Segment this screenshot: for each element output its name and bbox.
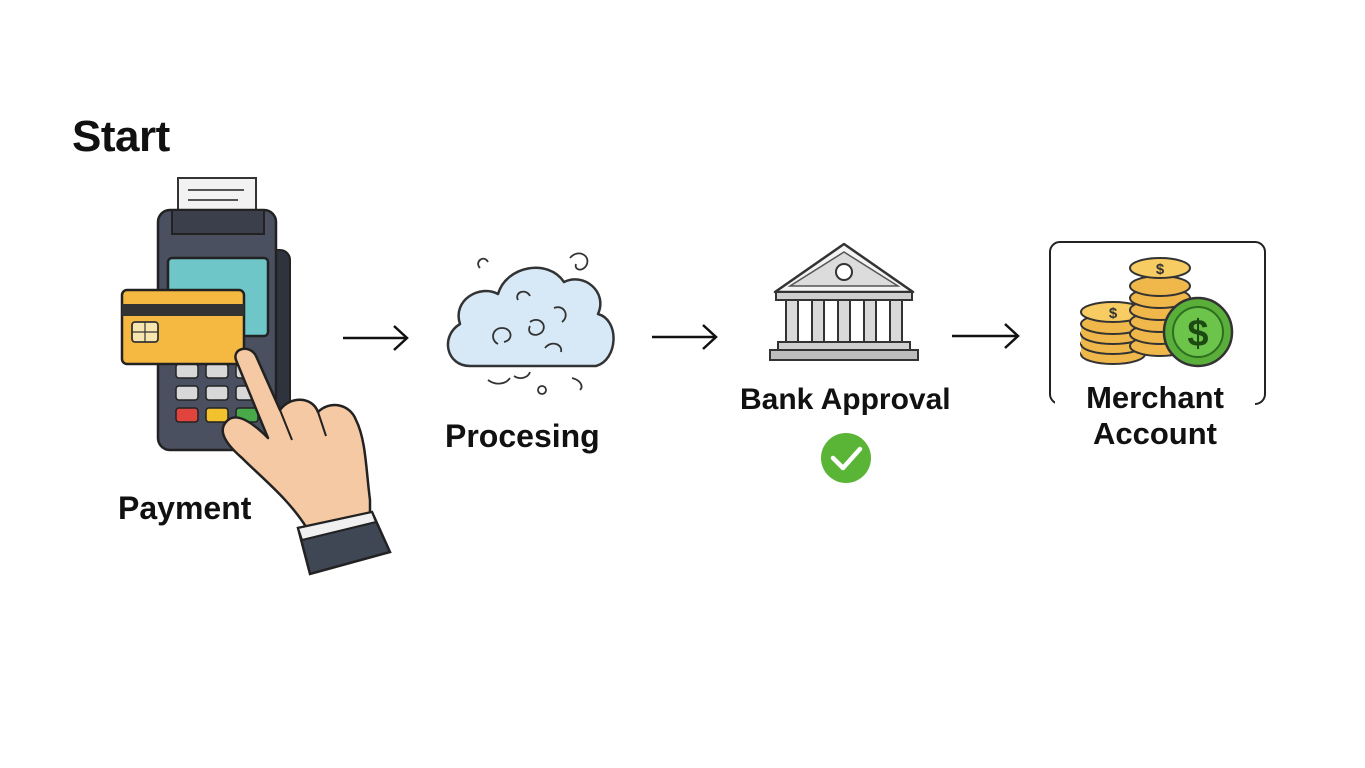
bank-icon — [769, 242, 919, 361]
arrow-1 — [343, 325, 409, 351]
check-circle-icon — [821, 433, 871, 483]
svg-text:$: $ — [1109, 305, 1118, 322]
diagram-title: Start — [72, 112, 170, 161]
step-label-processing: Procesing — [445, 418, 600, 454]
svg-text:$: $ — [1156, 261, 1165, 278]
step-label-bank-approval: Bank Approval — [740, 383, 951, 416]
merchant-label-line1: Merchant — [1086, 380, 1224, 415]
coins-icon: $ $ $ — [1080, 257, 1234, 368]
step-label-merchant-account: Merchant Account — [1055, 380, 1255, 452]
cloud-icon — [446, 252, 615, 395]
arrow-3 — [952, 323, 1020, 349]
card-terminal-icon — [120, 177, 392, 576]
merchant-label-line2: Account — [1093, 416, 1217, 451]
arrow-2 — [652, 324, 718, 350]
svg-text:$: $ — [1187, 313, 1208, 355]
step-label-payment: Payment — [118, 490, 252, 526]
